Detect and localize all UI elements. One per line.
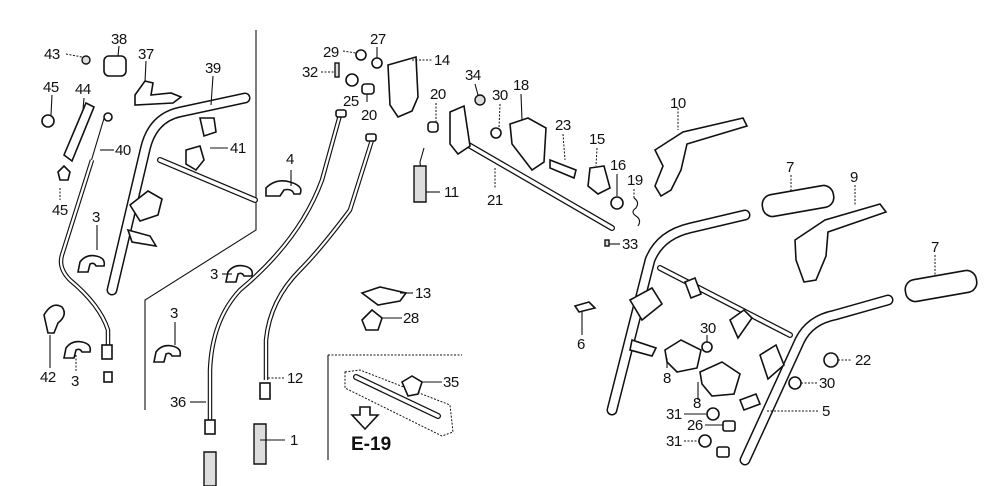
mid-right-parts <box>474 94 641 247</box>
right-handle-frame <box>606 209 894 466</box>
callout-27[interactable]: 27 <box>370 31 386 48</box>
cable-40 <box>58 159 113 383</box>
parts-13-28 <box>360 286 408 331</box>
callout-26[interactable]: 26 <box>687 417 703 434</box>
callout-30[interactable]: 30 <box>819 375 835 392</box>
callout-25[interactable]: 25 <box>343 93 359 110</box>
callout-32[interactable]: 32 <box>302 64 318 81</box>
callout-14[interactable]: 14 <box>434 52 450 69</box>
callout-43[interactable]: 43 <box>44 46 60 63</box>
callout-3[interactable]: 3 <box>210 266 218 283</box>
callout-31[interactable]: 31 <box>666 406 682 423</box>
callout-8[interactable]: 8 <box>663 370 671 387</box>
callout-34[interactable]: 34 <box>465 67 481 84</box>
callout-45[interactable]: 45 <box>52 202 68 219</box>
rod-21 <box>449 104 615 231</box>
callout-37[interactable]: 37 <box>138 46 154 63</box>
callout-30[interactable]: 30 <box>700 320 716 337</box>
callout-16[interactable]: 16 <box>610 157 626 174</box>
callout-23[interactable]: 23 <box>555 117 571 134</box>
callout-41[interactable]: 41 <box>230 140 246 157</box>
left-handle-frame <box>106 92 258 296</box>
callout-29[interactable]: 29 <box>323 44 339 61</box>
callout-7[interactable]: 7 <box>931 239 939 256</box>
callout-45[interactable]: 45 <box>43 79 59 96</box>
lower-right-parts <box>573 301 839 458</box>
callout-42[interactable]: 42 <box>40 369 56 386</box>
callout-21[interactable]: 21 <box>487 192 503 209</box>
callout-12[interactable]: 12 <box>287 370 303 387</box>
callout-5[interactable]: 5 <box>822 403 830 420</box>
callout-leader-lines <box>49 45 936 442</box>
callout-6[interactable]: 6 <box>577 336 585 353</box>
callout-4[interactable]: 4 <box>286 151 294 168</box>
middle-cables <box>203 109 377 486</box>
callout-28[interactable]: 28 <box>403 310 419 327</box>
callout-3[interactable]: 3 <box>170 305 178 322</box>
callout-20[interactable]: 20 <box>361 107 377 124</box>
callout-15[interactable]: 15 <box>589 131 605 148</box>
callout-19[interactable]: 19 <box>627 172 643 189</box>
callout-40[interactable]: 40 <box>115 142 131 159</box>
section-divider-lines <box>144 30 462 460</box>
callout-31[interactable]: 31 <box>666 433 682 450</box>
lever-9 <box>794 203 888 283</box>
inset-e19 <box>344 369 454 437</box>
reference-label-e19[interactable]: E-19 <box>351 434 392 455</box>
callout-35[interactable]: 35 <box>443 374 459 391</box>
callout-9[interactable]: 9 <box>850 169 858 186</box>
callout-1[interactable]: 1 <box>290 432 298 449</box>
callout-18[interactable]: 18 <box>513 77 529 94</box>
callout-30[interactable]: 30 <box>492 87 508 104</box>
callout-38[interactable]: 38 <box>111 31 127 48</box>
callout-33[interactable]: 33 <box>622 236 638 253</box>
left-small-parts <box>41 55 183 181</box>
callout-10[interactable]: 10 <box>670 95 686 112</box>
grips-7 <box>761 184 978 303</box>
callout-22[interactable]: 22 <box>855 352 871 369</box>
reference-arrow-icon <box>350 406 380 431</box>
callout-11[interactable]: 11 <box>444 184 459 201</box>
callout-20[interactable]: 20 <box>430 86 446 103</box>
callout-44[interactable]: 44 <box>75 81 91 98</box>
callout-7[interactable]: 7 <box>786 159 794 176</box>
callout-13[interactable]: 13 <box>415 285 431 302</box>
callout-8[interactable]: 8 <box>693 395 701 412</box>
lever-10 <box>653 117 749 198</box>
callout-3[interactable]: 3 <box>92 209 100 226</box>
callout-3[interactable]: 3 <box>71 373 79 390</box>
callout-36[interactable]: 36 <box>170 394 186 411</box>
upper-middle-parts <box>334 49 439 203</box>
clip-parts-3 <box>43 180 302 363</box>
callout-39[interactable]: 39 <box>205 60 221 77</box>
